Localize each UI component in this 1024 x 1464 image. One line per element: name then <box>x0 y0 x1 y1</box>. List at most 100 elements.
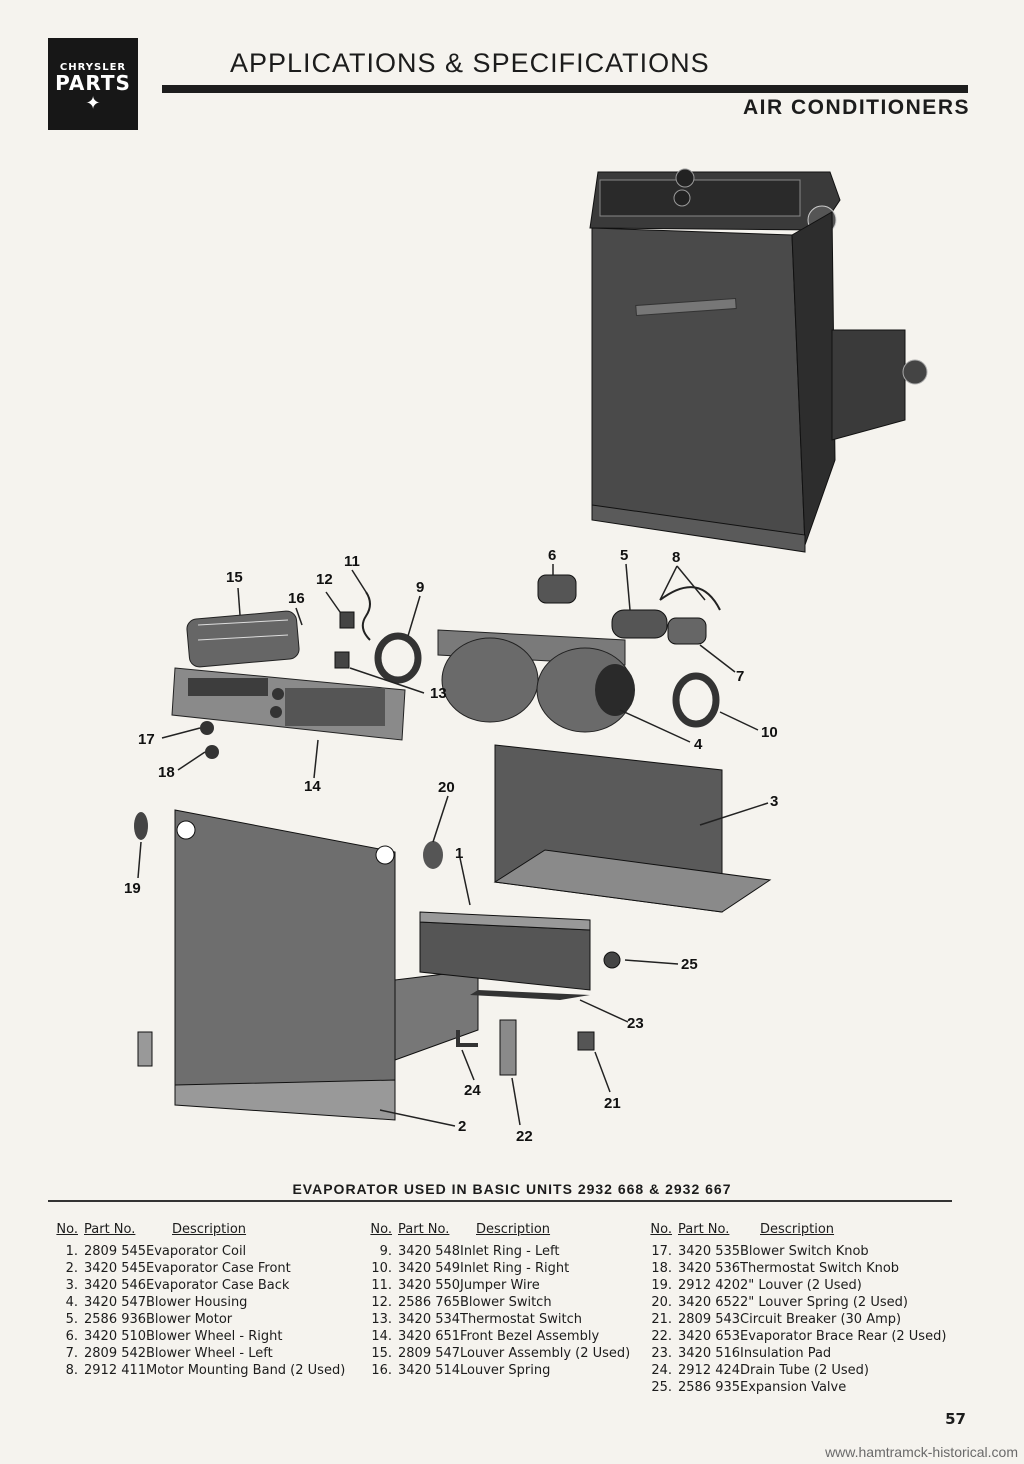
exploded-parts-diagram: 15 11 12 16 9 6 5 8 7 13 17 18 14 4 10 3… <box>124 168 928 1145</box>
callout-17: 17 <box>138 731 155 748</box>
part-description: Evaporator Coil <box>146 1244 247 1259</box>
callout-4: 4 <box>694 736 703 753</box>
part-number-index: 25. <box>651 1380 672 1395</box>
part-number-index: 22. <box>651 1329 672 1344</box>
part-number: 2586 936 <box>84 1312 147 1327</box>
part-number: 2809 545 <box>84 1244 147 1259</box>
header-description: Description <box>476 1222 551 1237</box>
assembled-unit-illustration <box>589 168 928 553</box>
blower-housing-part <box>437 629 635 733</box>
callout-labels: 15 11 12 16 9 6 5 8 7 13 17 18 14 4 10 3… <box>124 547 778 1145</box>
part-number: 3420 534 <box>398 1312 461 1327</box>
page-number: 57 <box>945 1410 966 1428</box>
evaporator-coil-part <box>419 911 591 1000</box>
part-number: 2586 765 <box>398 1295 461 1310</box>
part-description: Blower Motor <box>146 1312 233 1327</box>
leader-lines <box>137 563 769 1127</box>
callout-5: 5 <box>620 547 628 564</box>
part-description: Insulation Pad <box>740 1346 832 1361</box>
blower-switch-knob-part <box>200 721 214 735</box>
caption-rule <box>48 1200 952 1202</box>
logo-brand-text: CHRYSLER <box>59 62 127 73</box>
part-number-index: 24. <box>651 1363 672 1378</box>
part-description: Thermostat Switch <box>460 1312 582 1327</box>
part-number-index: 17. <box>651 1244 672 1259</box>
callout-12: 12 <box>316 571 333 588</box>
part-number: 3420 651 <box>398 1329 461 1344</box>
part-description: Blower Switch <box>460 1295 552 1310</box>
callout-14: 14 <box>304 778 321 795</box>
callout-9: 9 <box>416 579 424 596</box>
diagram-caption: EVAPORATOR USED IN BASIC UNITS 2932 668 … <box>292 1181 732 1197</box>
chrysler-parts-logo: CHRYSLER PARTS ✦ <box>48 38 138 130</box>
part-description: Evaporator Case Back <box>146 1278 290 1293</box>
evaporator-case-back-part <box>493 744 772 913</box>
header-no: No. <box>370 1222 392 1237</box>
part-number: 2912 420 <box>678 1278 741 1293</box>
callout-15: 15 <box>226 569 243 586</box>
callout-20: 20 <box>438 779 455 796</box>
callout-7: 7 <box>736 668 744 685</box>
callout-10: 10 <box>761 724 778 741</box>
louver-assembly-part <box>186 610 300 668</box>
part-number-index: 4. <box>65 1295 78 1310</box>
louver-spring-20-part <box>423 841 443 869</box>
callout-6: 6 <box>548 547 556 564</box>
part-number-index: 6. <box>65 1329 78 1344</box>
circuit-breaker-part <box>577 1031 595 1051</box>
callout-18: 18 <box>158 764 175 781</box>
part-number-index: 5. <box>65 1312 78 1327</box>
part-number-index: 14. <box>371 1329 392 1344</box>
part-number-index: 23. <box>651 1346 672 1361</box>
evaporator-case-front-part <box>174 809 479 1121</box>
callout-2: 2 <box>458 1118 466 1135</box>
part-description: Drain Tube (2 Used) <box>740 1363 869 1378</box>
part-description: Inlet Ring - Left <box>460 1244 560 1259</box>
front-bezel-part <box>171 667 406 741</box>
pentastar-icon: ✦ <box>85 93 101 114</box>
part-number: 3420 653 <box>678 1329 741 1344</box>
evaporator-brace-part <box>499 1019 517 1076</box>
part-number-index: 18. <box>651 1261 672 1276</box>
part-description: Blower Wheel - Left <box>146 1346 273 1361</box>
callout-23: 23 <box>627 1015 644 1032</box>
parts-list-header: No. Part No. Description <box>362 1222 630 1237</box>
header-no: No. <box>650 1222 672 1237</box>
callout-19: 19 <box>124 880 141 897</box>
part-number: 3420 510 <box>84 1329 147 1344</box>
part-number-index: 19. <box>651 1278 672 1293</box>
callout-22: 22 <box>516 1128 533 1145</box>
logo-parts-text: PARTS <box>55 71 131 95</box>
part-description: Motor Mounting Band (2 Used) <box>146 1363 346 1378</box>
part-number: 2809 547 <box>398 1346 461 1361</box>
part-number: 3420 545 <box>84 1261 147 1276</box>
callout-3: 3 <box>770 793 778 810</box>
part-description: Blower Wheel - Right <box>146 1329 283 1344</box>
part-description: Expansion Valve <box>740 1380 847 1395</box>
page-title: APPLICATIONS & SPECIFICATIONS <box>230 48 710 78</box>
part-description: Louver Spring <box>460 1363 551 1378</box>
louver-19-part <box>134 812 148 840</box>
watermark: www.hamtramck-historical.com <box>825 1444 1018 1460</box>
part-number-index: 21. <box>651 1312 672 1327</box>
callout-24: 24 <box>464 1082 481 1099</box>
part-number-index: 12. <box>371 1295 392 1310</box>
part-number: 3420 652 <box>678 1295 741 1310</box>
part-number-index: 3. <box>65 1278 78 1293</box>
blower-wheel-part <box>537 574 577 604</box>
